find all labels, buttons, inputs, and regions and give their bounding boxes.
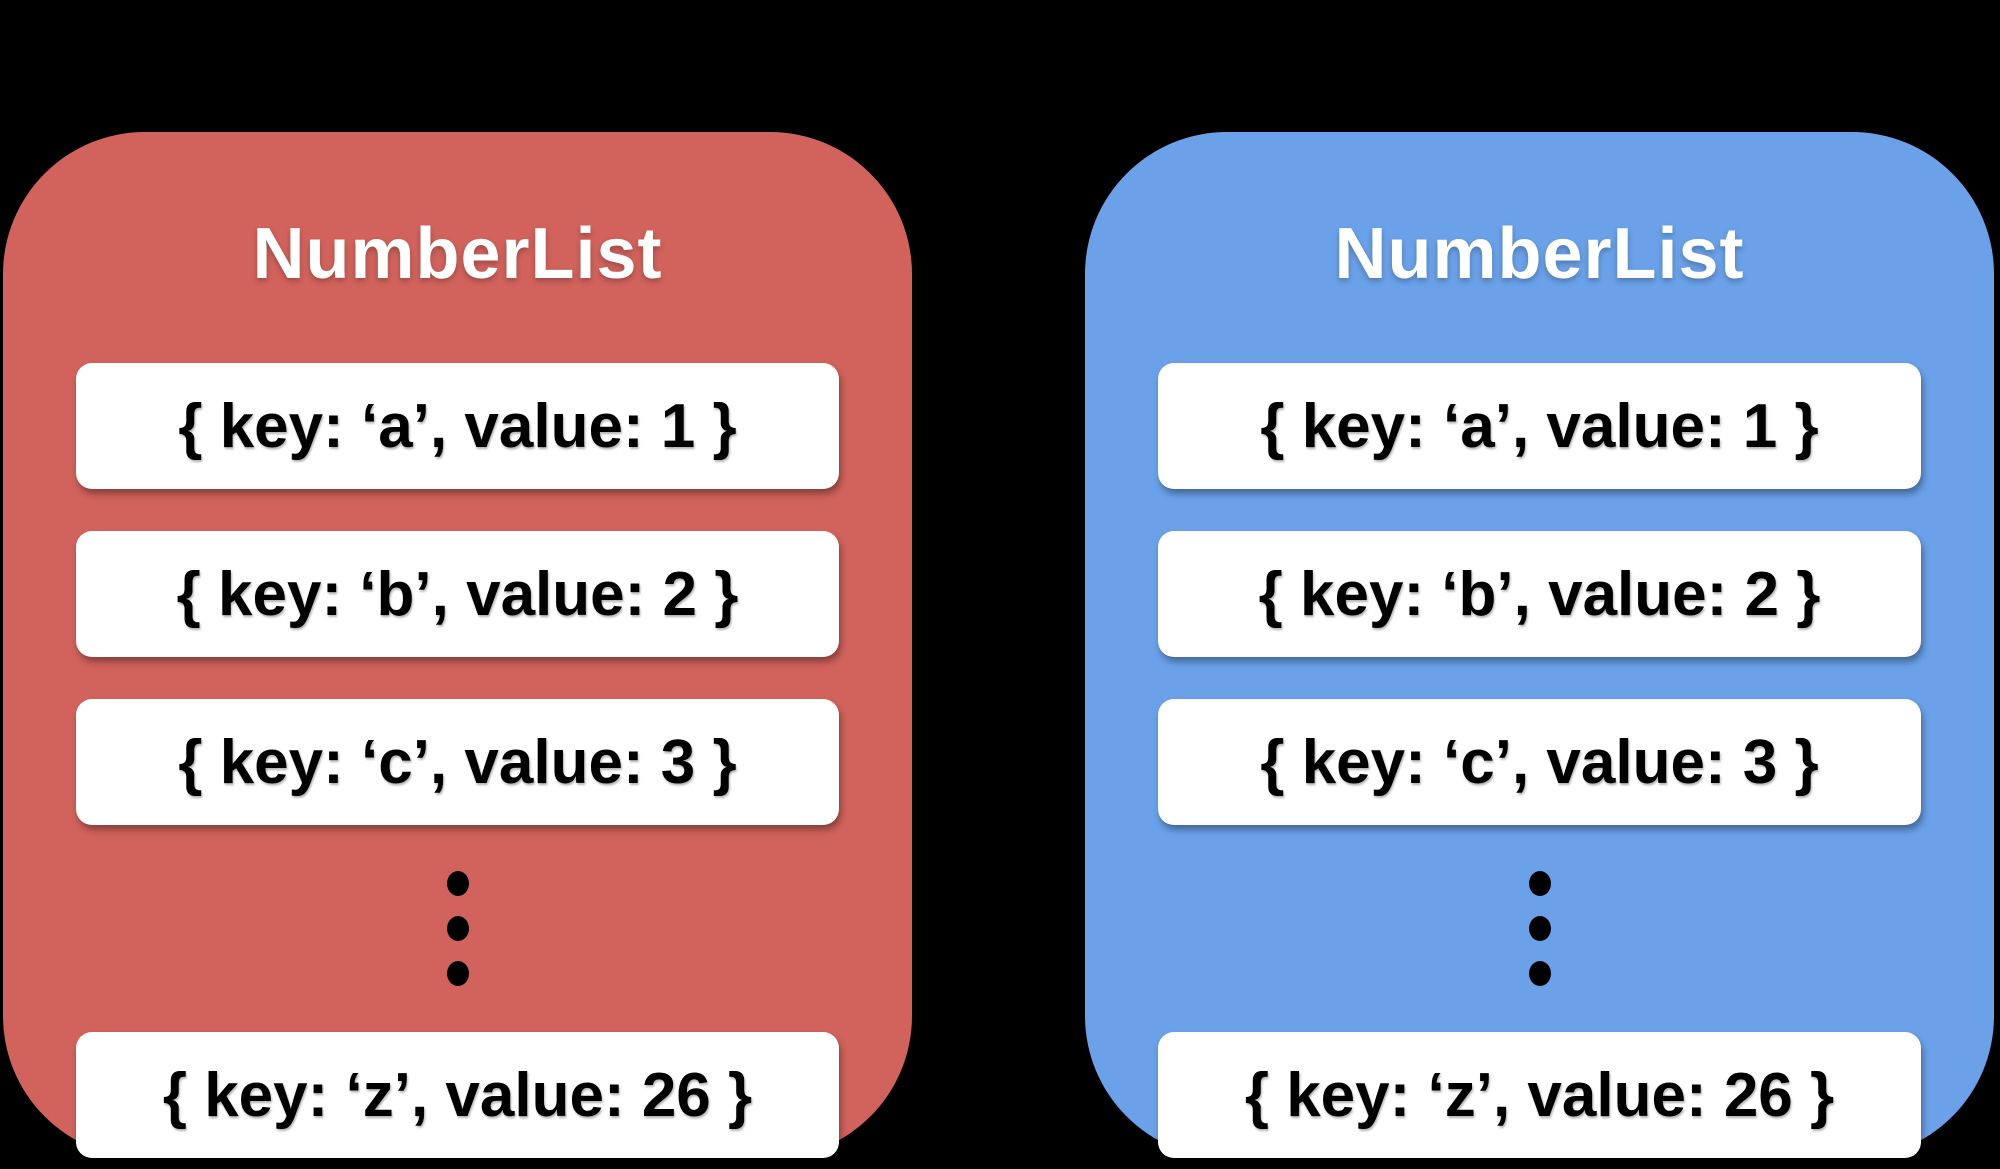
numberlist-card-right: NumberList { key: ‘a’, value: 1 } { key:… (1085, 132, 1994, 1158)
ellipsis-dots (76, 867, 839, 990)
list-item: { key: ‘c’, value: 3 } (76, 699, 839, 825)
ellipsis-dot (446, 916, 469, 941)
ellipsis-dot (446, 961, 469, 986)
list-item: { key: ‘z’, value: 26 } (1158, 1032, 1921, 1158)
card-title: NumberList (252, 214, 663, 294)
list-item: { key: ‘c’, value: 3 } (1158, 699, 1921, 825)
ellipsis-dot (446, 871, 469, 896)
ellipsis-dot (1528, 916, 1551, 941)
list-item: { key: ‘b’, value: 2 } (1158, 531, 1921, 657)
ellipsis-dot (1528, 961, 1551, 986)
ellipsis-dots (1158, 867, 1921, 990)
numberlist-card-left: NumberList { key: ‘a’, value: 1 } { key:… (3, 132, 912, 1158)
ellipsis-dot (1528, 871, 1551, 896)
list-item: { key: ‘b’, value: 2 } (76, 531, 839, 657)
list-item: { key: ‘a’, value: 1 } (1158, 363, 1921, 489)
list-item: { key: ‘a’, value: 1 } (76, 363, 839, 489)
card-title: NumberList (1334, 214, 1745, 294)
list-item: { key: ‘z’, value: 26 } (76, 1032, 839, 1158)
